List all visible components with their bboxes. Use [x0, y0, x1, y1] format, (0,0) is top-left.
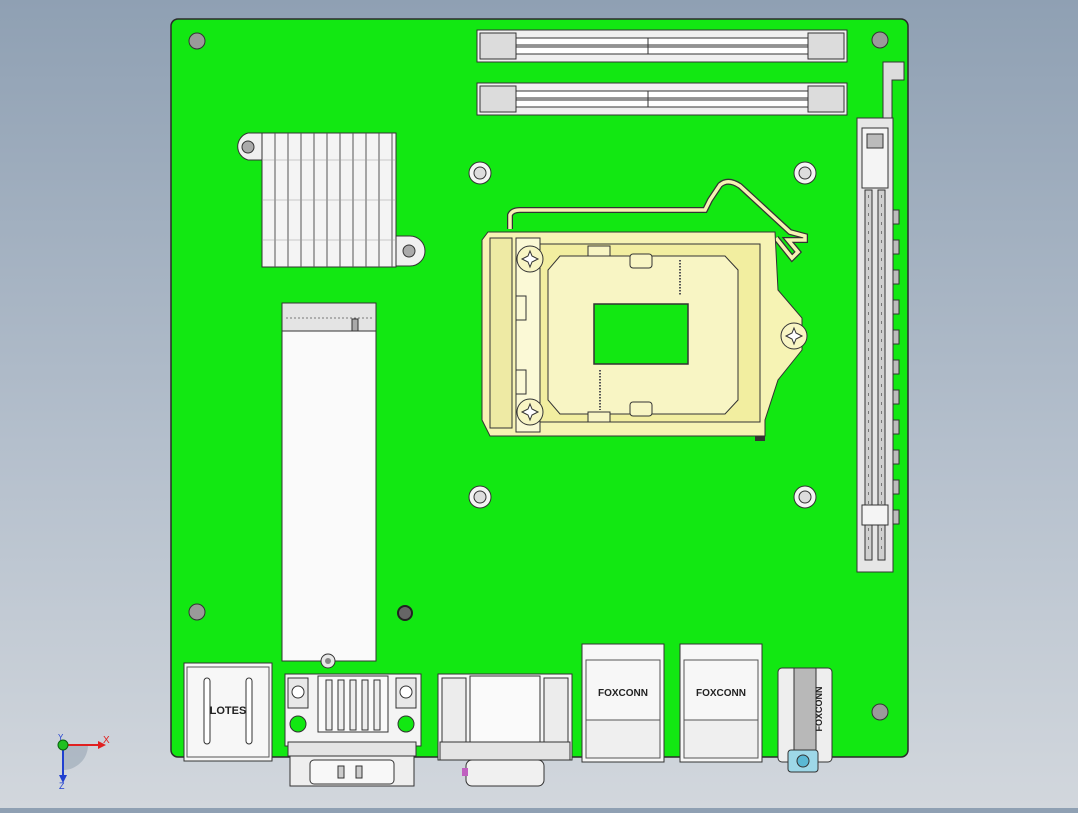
display-connector-left[interactable] [284, 673, 422, 787]
mounting-hole-icon [188, 31, 889, 721]
chipset-heatsink[interactable] [237, 132, 426, 268]
audio-brand-label: FOXCONN [814, 687, 824, 732]
dimm-slot-1[interactable] [476, 29, 848, 63]
dimm-slot-2[interactable] [476, 82, 848, 116]
lan2-brand-label: FOXCONN [696, 688, 746, 699]
lan-port-2[interactable] [679, 643, 763, 763]
axis-triad-icon[interactable] [57, 739, 106, 783]
cpu-socket[interactable] [481, 178, 808, 441]
lan1-brand-label: FOXCONN [598, 688, 648, 699]
vga-connector[interactable] [437, 673, 573, 787]
socket-standoff-rings [468, 161, 817, 509]
lan-port-1[interactable] [581, 643, 665, 763]
pcie-x16-slot[interactable] [856, 61, 905, 573]
axis-x-label: X [103, 735, 110, 746]
torx-screw-icon [516, 245, 808, 426]
axis-z-label: Z [59, 781, 65, 791]
usb-stack-connector[interactable] [183, 662, 273, 762]
usb-brand-label: LOTES [210, 705, 247, 717]
m2-slot[interactable] [281, 302, 377, 669]
axis-y-label: Y [58, 733, 64, 742]
standoff-hole [397, 605, 413, 621]
audio-jack[interactable] [777, 667, 833, 773]
